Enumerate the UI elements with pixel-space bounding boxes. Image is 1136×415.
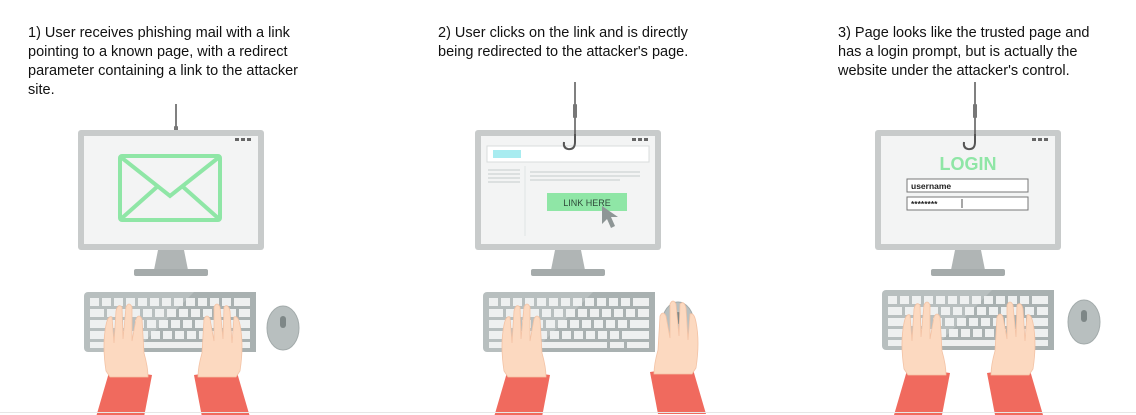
mouse-3 (1067, 299, 1101, 345)
step-2-caption: 2) User clicks on the link and is direct… (438, 25, 689, 60)
link-here-label: LINK HERE (563, 198, 611, 208)
link-here-button: LINK HERE (547, 193, 627, 211)
step-1-caption: 1) User receives phishing mail with a li… (28, 25, 299, 98)
login-form: LOGIN username ******** (906, 154, 1029, 211)
mouse-cursor-icon (602, 206, 618, 228)
password-field-value: ******** (911, 199, 938, 209)
envelope-icon (118, 154, 222, 222)
step-3-caption: 3) Page looks like the trusted page and … (838, 25, 1090, 79)
username-field-value: username (911, 181, 951, 191)
scene-3: LOGIN username ******** (875, 81, 1101, 415)
browser-mockup (486, 145, 650, 236)
mouse-1 (266, 305, 300, 351)
scene-2: LINK HERE (475, 81, 707, 415)
scene-1 (78, 103, 300, 415)
login-title: LOGIN (940, 154, 997, 174)
bottom-divider (0, 412, 1136, 413)
monitor-1 (78, 130, 264, 276)
